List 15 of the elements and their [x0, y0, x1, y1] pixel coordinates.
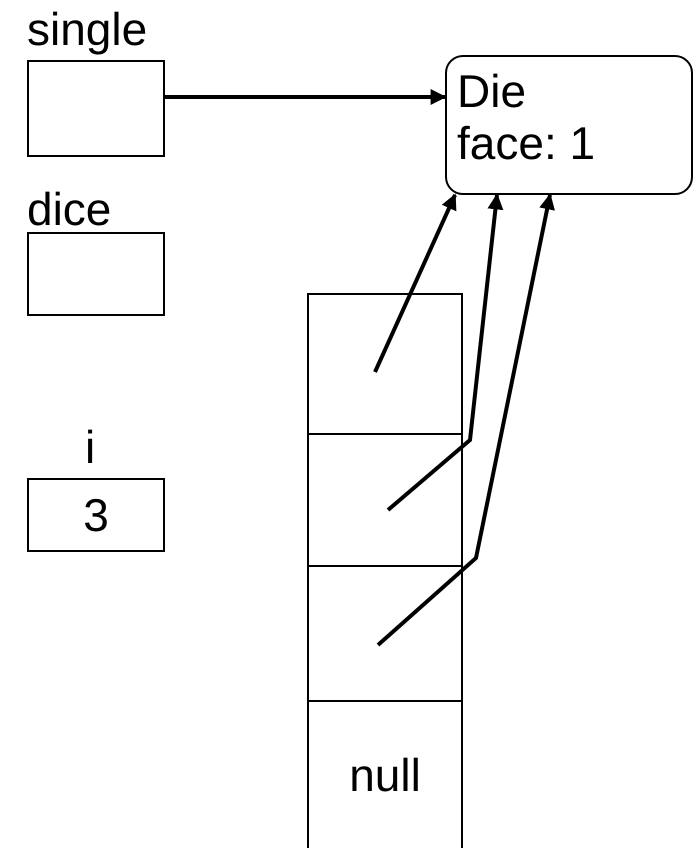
array-cell	[307, 433, 463, 567]
array-cell: null	[307, 700, 463, 848]
variable-name: dice	[27, 186, 112, 232]
variable-box: 3	[27, 478, 165, 552]
array-cell	[307, 565, 463, 702]
variable-name: i	[85, 424, 96, 470]
array-cell	[307, 293, 463, 435]
arrow	[373, 194, 457, 373]
field-value: face: 1	[457, 117, 596, 169]
class-name: Die	[457, 65, 528, 117]
variable-name: single	[27, 6, 148, 52]
arrow	[165, 89, 447, 105]
object-box	[445, 55, 693, 195]
arrow	[386, 193, 504, 512]
arrow	[376, 193, 555, 646]
